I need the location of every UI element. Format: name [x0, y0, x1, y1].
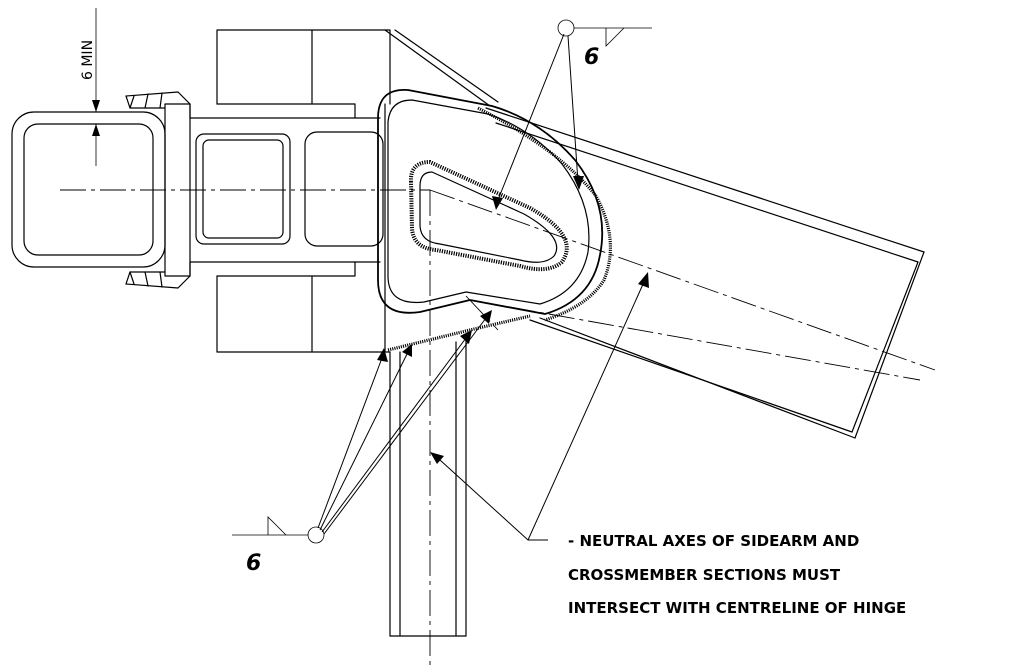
weld-size-bottom: 6 — [246, 551, 261, 576]
weld-size-top: 6 — [584, 45, 599, 70]
hinge-clevis — [125, 29, 391, 353]
weld-symbol-bottom: 6 — [232, 310, 492, 576]
sidearm-tube — [477, 106, 925, 439]
note-text: - NEUTRAL AXES OF SIDEARM AND CROSSMEMBE… — [568, 532, 906, 617]
dimension-text: 6 MIN — [80, 40, 96, 80]
inner-slot-weld — [408, 159, 569, 272]
centrelines — [60, 189, 936, 668]
note-line-3: INTERSECT WITH CENTRELINE OF HINGE — [568, 599, 906, 617]
note-line-2: CROSSMEMBER SECTIONS MUST — [568, 566, 841, 584]
dimension-6-min: 6 MIN — [80, 8, 100, 166]
gusset-plate — [377, 29, 604, 315]
weld-symbol-top: 6 — [492, 19, 652, 210]
note-line-1: - NEUTRAL AXES OF SIDEARM AND — [568, 532, 859, 550]
note-leaders — [430, 272, 649, 541]
square-tube-end — [11, 111, 166, 268]
crossmember-tube — [387, 314, 531, 637]
